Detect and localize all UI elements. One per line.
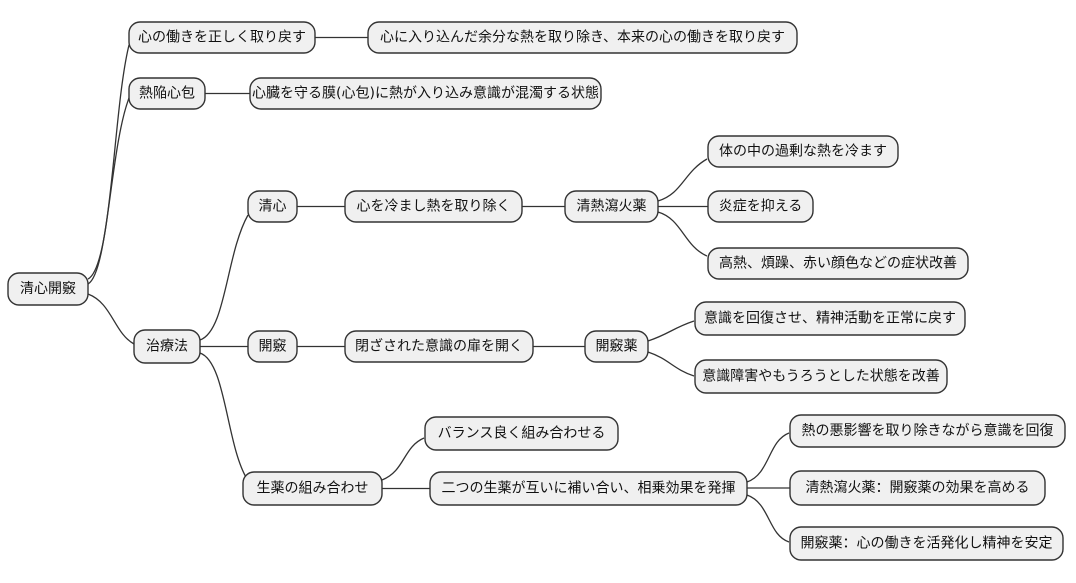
svg-text:開竅: 開竅 (259, 339, 287, 355)
edge-root-to-restore-function (87, 44, 130, 280)
node-synergy-leaf-heat-removal: 熱の悪影響を取り除きながら意識を回復 (789, 414, 1066, 448)
svg-text:清心開竅: 清心開竅 (20, 281, 76, 297)
node-root: 清心開竅 (7, 272, 89, 306)
svg-text:熱の悪影響を取り除きながら意識を回復: 熱の悪影響を取り除きながら意識を回復 (802, 422, 1054, 439)
svg-text:体の中の過剰な熱を冷ます: 体の中の過剰な熱を冷ます (719, 144, 887, 160)
node-chiryoho: 治療法 (133, 329, 201, 364)
svg-text:生薬の組み合わせ: 生薬の組み合わせ (257, 481, 369, 497)
svg-text:清心: 清心 (259, 199, 287, 215)
svg-text:意識を回復させ、精神活動を正常に戻す: 意識を回復させ、精神活動を正常に戻す (704, 310, 956, 327)
svg-text:二つの生薬が互いに補い合い、相乗効果を発揮: 二つの生薬が互いに補い合い、相乗効果を発揮 (442, 481, 736, 497)
node-kaikyo: 開竅 (247, 330, 298, 363)
node-seinetsu-leaf-inflammation: 炎症を抑える (707, 190, 814, 223)
edge-root-to-nekkan-shinpo (87, 97, 130, 285)
svg-text:高熱、煩躁、赤い顔色などの症状改善: 高熱、煩躁、赤い顔色などの症状改善 (719, 255, 957, 272)
node-kaikyoyaku: 開竅薬 (584, 330, 649, 363)
node-seishin: 清心 (247, 190, 298, 223)
svg-text:治療法: 治療法 (146, 338, 188, 355)
node-restore-function-desc: 心に入り込んだ余分な熱を取り除き、本来の心の働きを取り戻す (367, 21, 798, 54)
svg-text:熱陥心包: 熱陥心包 (139, 85, 195, 102)
edge-chiryoho-to-seishin (199, 214, 249, 341)
edge-shoyaku-to-balance (381, 437, 425, 481)
edge-root-to-chiryoho (87, 293, 135, 345)
node-seinetsu-shakayaku: 清熱瀉火薬 (564, 190, 659, 223)
svg-text:開竅薬：心の働きを活発化し精神を安定: 開竅薬：心の働きを活発化し精神を安定 (801, 536, 1053, 552)
svg-text:心を冷まし熱を取り除く: 心を冷まし熱を取り除く (357, 199, 511, 215)
node-synergy-leaf-seinetsu-role: 清熱瀉火薬：開竅薬の効果を高める (789, 470, 1046, 506)
svg-text:心に入り込んだ余分な熱を取り除き、本来の心の働きを取り戻す: 心に入り込んだ余分な熱を取り除き、本来の心の働きを取り戻す (380, 29, 785, 46)
node-shoyaku-combination: 生薬の組み合わせ (242, 471, 383, 506)
svg-text:閉ざされた意識の扉を開く: 閉ざされた意識の扉を開く (355, 338, 523, 355)
node-balance: バランス良く組み合わせる (424, 416, 619, 451)
node-nekkan-shinpo-desc: 心臓を守る膜(心包)に熱が入り込み意識が混濁する状態 (249, 77, 602, 110)
svg-text:開竅薬: 開竅薬 (596, 339, 638, 355)
node-seinetsu-leaf-symptoms: 高熱、煩躁、赤い顔色などの症状改善 (707, 247, 969, 280)
svg-text:炎症を抑える: 炎症を抑える (719, 199, 803, 215)
node-synergy-leaf-kaikyoyaku-role: 開竅薬：心の働きを活発化し精神を安定 (789, 526, 1064, 561)
node-seinetsu-leaf-cool-heat: 体の中の過剰な熱を冷ます (707, 135, 899, 168)
edge-kaikyoyaku-to-leaf1 (647, 320, 695, 342)
node-restore-function: 心の働きを正しく取り戻す (128, 21, 316, 54)
node-kaikyoyaku-leaf-disorder: 意識障害やもうろうとした状態を改善 (694, 359, 948, 394)
node-kaikyo-desc: 閉ざされた意識の扉を開く (344, 330, 534, 363)
node-seishin-desc: 心を冷まし熱を取り除く (344, 190, 523, 223)
svg-text:清熱瀉火薬: 清熱瀉火薬 (577, 198, 647, 215)
edge-seinetsu-to-leaf1 (657, 158, 708, 202)
edge-futatsu-to-leaf3 (746, 494, 790, 543)
svg-text:バランス良く組み合わせる: バランス良く組み合わせる (438, 426, 606, 442)
node-kaikyoyaku-leaf-consciousness: 意識を回復させ、精神活動を正常に戻す (694, 301, 966, 336)
svg-text:清熱瀉火薬：開竅薬の効果を高める: 清熱瀉火薬：開竅薬の効果を高める (806, 479, 1030, 496)
edge-kaikyoyaku-to-leaf2 (647, 351, 695, 377)
edge-seinetsu-to-leaf3 (657, 211, 708, 257)
svg-text:意識障害やもうろうとした状態を改善: 意識障害やもうろうとした状態を改善 (702, 368, 940, 385)
svg-text:心の働きを正しく取り戻す: 心の働きを正しく取り戻す (138, 30, 306, 46)
node-futatsu-synergy: 二つの生薬が互いに補い合い、相乗効果を発揮 (429, 471, 748, 506)
edge-chiryoho-to-shoyaku (199, 352, 248, 480)
svg-text:心臓を守る膜(心包)に熱が入り込み意識が混濁する状態: 心臓を守る膜(心包)に熱が入り込み意識が混濁する状態 (252, 85, 599, 102)
edge-futatsu-to-leaf1 (746, 432, 790, 483)
edges (87, 36, 790, 543)
node-nekkan-shinpo: 熱陥心包 (128, 77, 206, 110)
